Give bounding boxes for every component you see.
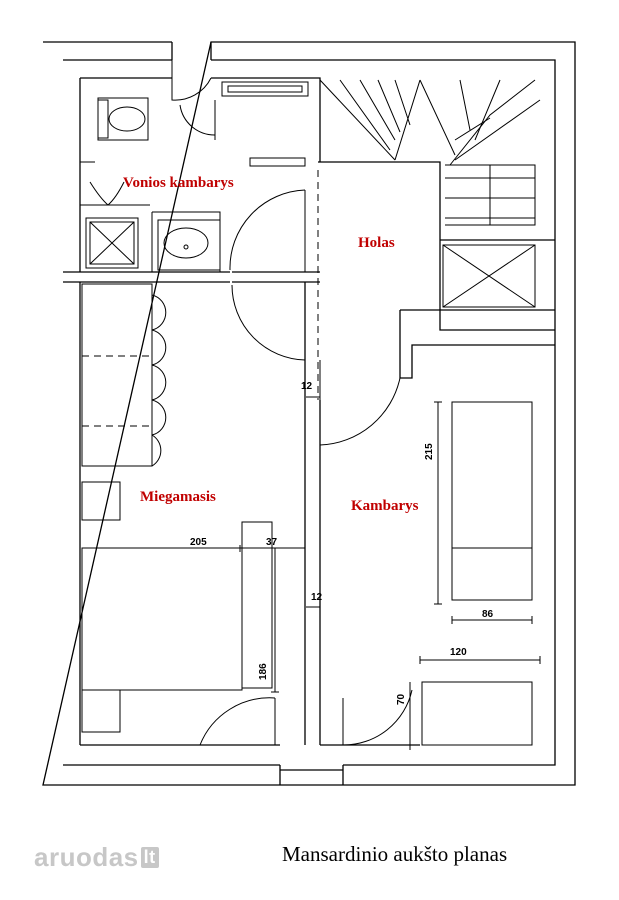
brand-name: aruodas [34, 842, 139, 872]
interior-walls [63, 77, 555, 746]
bedroom-label: Miegamasis [140, 489, 216, 505]
room-furniture [421, 401, 533, 746]
bathroom-label: Vonios kambarys [123, 175, 234, 191]
room-door [342, 689, 413, 746]
dim-bed-width: 205 [190, 537, 207, 548]
brand-suffix: lt [140, 847, 159, 868]
dim-wall-lower: 12 [311, 592, 323, 603]
bathtub [221, 81, 309, 97]
exterior-walls [42, 41, 576, 786]
plan-title: Mansardinio aukšto planas [282, 842, 508, 866]
staircase [319, 79, 541, 226]
dim-bed-length: 186 [258, 663, 269, 680]
ventilation-shaft [442, 244, 536, 308]
dim-bed2-length: 215 [424, 443, 435, 460]
dimension-lines [79, 396, 541, 750]
toilet [108, 106, 146, 132]
hall-doors [231, 170, 401, 446]
room-label: Kambarys [351, 498, 419, 514]
dim-bed2-width: 86 [482, 609, 494, 620]
dim-door-width: 70 [396, 693, 407, 705]
wardrobe [81, 283, 167, 467]
bed-right [451, 401, 533, 601]
hall-label: Holas [358, 235, 395, 251]
bathroom-doors [171, 60, 306, 272]
dim-furniture-width: 120 [450, 647, 467, 658]
desk [421, 681, 533, 746]
bed [81, 547, 243, 691]
washbasin [157, 219, 221, 271]
bedroom-door [199, 697, 276, 746]
dim-bed-gap: 37 [266, 537, 278, 548]
dim-wall-upper: 12 [301, 381, 313, 392]
shower-tray [85, 217, 139, 269]
nightstand [81, 481, 121, 521]
bathroom-fixtures [80, 81, 309, 272]
bedroom-furniture [81, 481, 273, 733]
